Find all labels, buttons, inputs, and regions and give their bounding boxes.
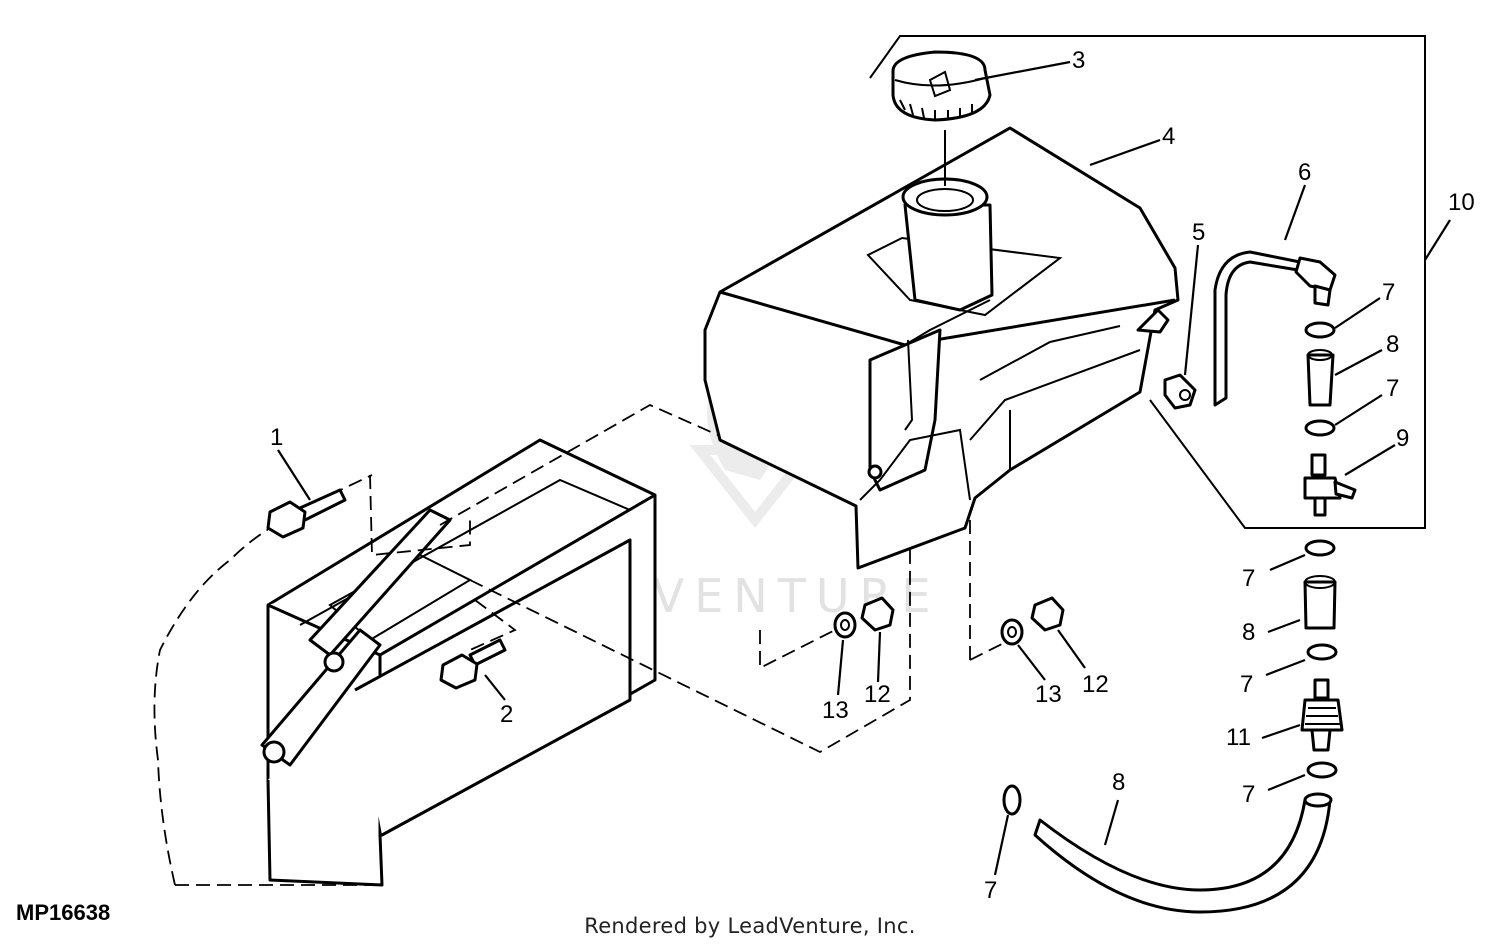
callout-7a: 7 [1382, 279, 1395, 306]
fuel-filter-11-icon [1300, 678, 1344, 752]
bolt-2-icon [439, 638, 507, 690]
leader-lines [277, 60, 1451, 876]
kit-bracket [869, 35, 1426, 529]
callouts: 1 2 3 4 5 6 7 8 7 9 10 7 8 7 11 7 8 7 13… [270, 47, 1475, 904]
callout-3: 3 [1072, 47, 1085, 74]
figure-id: MP16638 [16, 900, 111, 925]
callout-13a: 13 [822, 697, 849, 724]
shutoff-valve-9-icon [1303, 453, 1357, 517]
callout-4: 4 [1162, 123, 1175, 150]
hose-8-long-icon [1033, 792, 1333, 914]
grommet-5-icon [1163, 373, 1197, 410]
render-credit: Rendered by LeadVenture, Inc. [584, 914, 916, 938]
callout-6: 6 [1298, 159, 1311, 186]
callout-8a: 8 [1386, 331, 1399, 358]
callout-7d: 7 [1240, 671, 1253, 698]
callout-12a: 12 [864, 681, 891, 708]
callout-10: 10 [1448, 189, 1475, 216]
callout-13b: 13 [1035, 681, 1062, 708]
fuel-line-6-icon [1213, 250, 1337, 407]
callout-1: 1 [270, 424, 283, 451]
callout-7e: 7 [1242, 781, 1255, 808]
hose-8-icons [1303, 349, 1337, 630]
callout-12b: 12 [1082, 671, 1109, 698]
fuel-cap-icon [891, 50, 992, 122]
callout-8b: 8 [1242, 619, 1255, 646]
fuel-tank-icon [703, 126, 1180, 570]
callout-5: 5 [1192, 219, 1205, 246]
callout-7b: 7 [1386, 375, 1399, 402]
callout-11: 11 [1226, 724, 1251, 751]
callout-9: 9 [1396, 425, 1409, 452]
callout-2: 2 [500, 701, 513, 728]
callout-8c: 8 [1112, 769, 1125, 796]
callout-7c: 7 [1242, 565, 1255, 592]
nut-12-washer-13-icons [833, 596, 1065, 646]
bolt-1-icon [266, 488, 347, 539]
callout-7f: 7 [984, 877, 997, 904]
clamp-icons [1002, 321, 1338, 816]
mounting-bracket [153, 438, 657, 887]
